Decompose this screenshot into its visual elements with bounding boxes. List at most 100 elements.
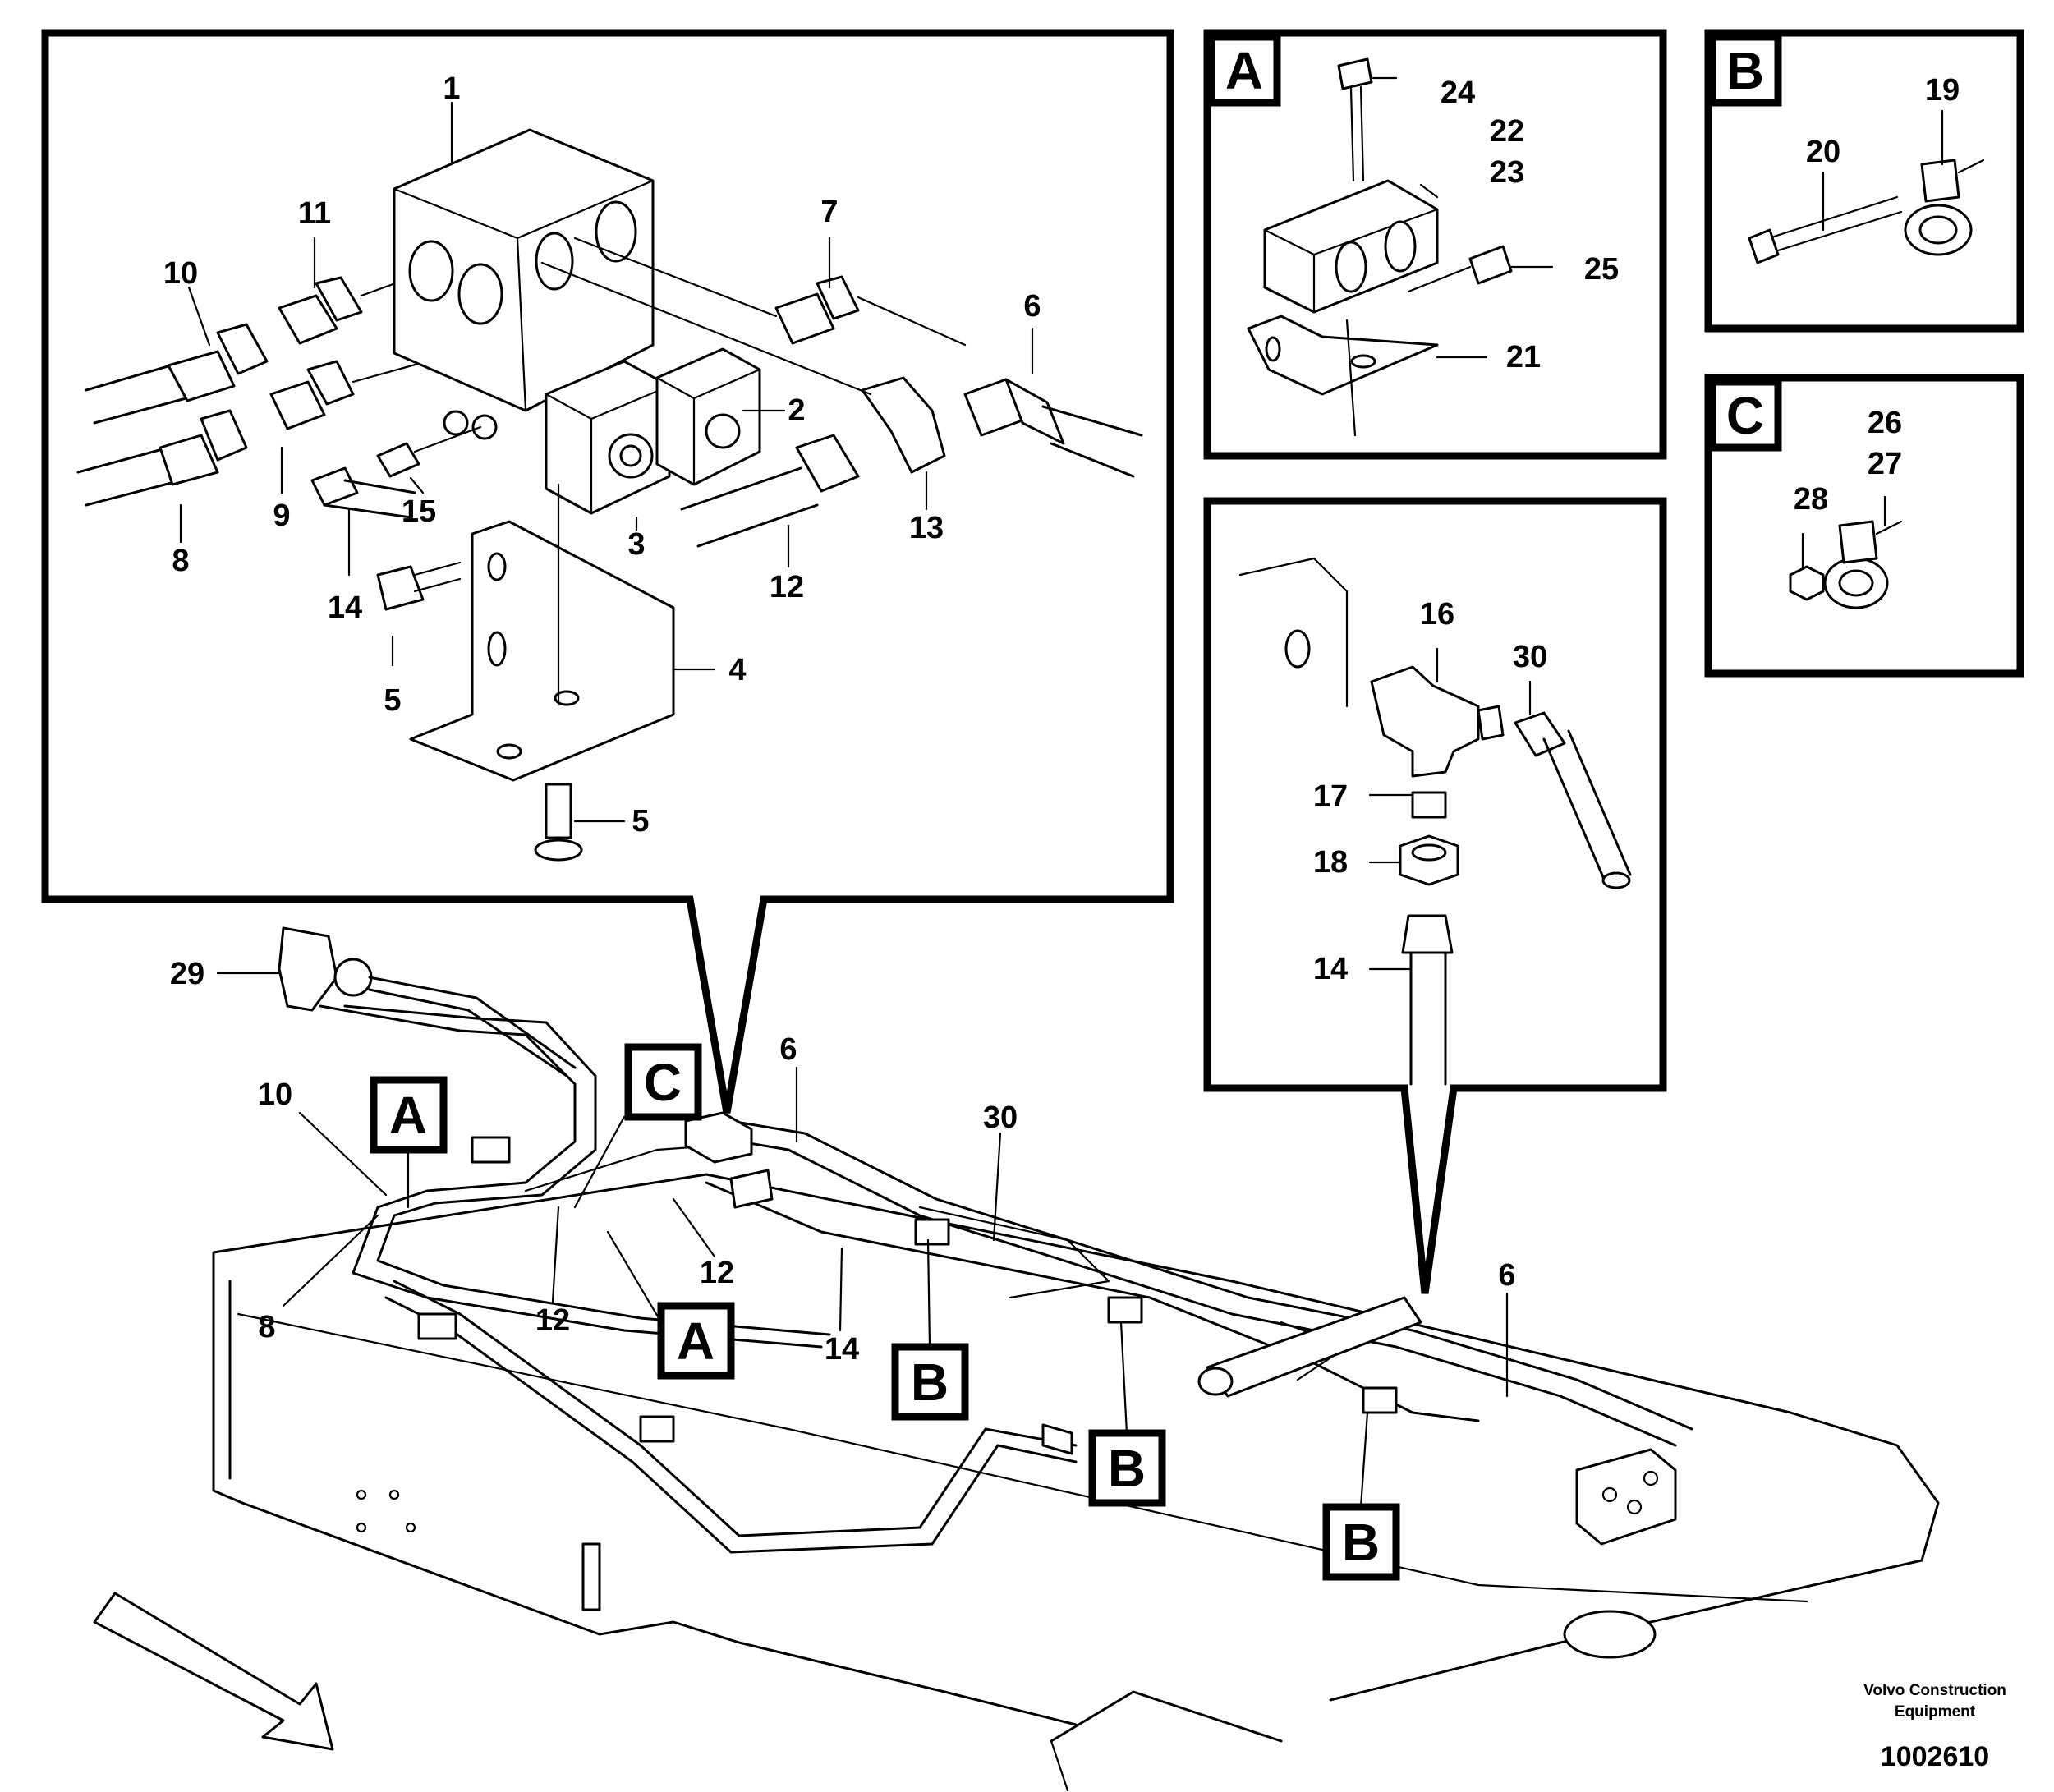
hose-routing-overview — [319, 1004, 1693, 1554]
callout-27: 27 — [1868, 447, 1902, 481]
hose-14-detail — [1401, 914, 1454, 1086]
callout-12-detail: 12 — [770, 570, 804, 604]
tee-detail-panel — [1203, 497, 1667, 1294]
connector-29 — [278, 926, 577, 1077]
clamp-b-far — [1362, 1386, 1398, 1414]
tube-overview-16 — [1197, 1296, 1422, 1398]
hose-10 — [85, 323, 269, 425]
overview-letter-c: C — [644, 1053, 682, 1112]
callout-9: 9 — [273, 499, 290, 533]
bolt-20 — [1748, 195, 1903, 264]
detail-b-panel — [1704, 29, 2024, 333]
letter-box-a-top — [370, 1076, 448, 1209]
callout-11: 11 — [298, 196, 331, 231]
document-number: 1002610 — [1881, 1741, 1989, 1772]
nut-18 — [1399, 834, 1459, 886]
callout-28: 28 — [1794, 482, 1828, 517]
screw-25 — [1407, 245, 1513, 293]
bolt-24 — [1337, 57, 1373, 182]
company-name-line-1: Volvo Construction — [1863, 1682, 2006, 1699]
callout-7: 7 — [820, 195, 838, 229]
callout-14-detail: 14 — [328, 590, 362, 625]
clamp-19 — [1904, 159, 1985, 256]
callout-12-overview-left: 12 — [535, 1303, 570, 1338]
detail-b-title: B — [1726, 41, 1764, 100]
callout-30-detail: 30 — [1513, 640, 1547, 674]
callout-numbers: 1 2 3 4 5 5 6 6 6 7 8 8 9 10 10 11 12 12… — [163, 71, 1960, 1367]
fitting-overview — [1041, 1423, 1073, 1455]
callout-23: 23 — [1490, 155, 1524, 190]
callout-21: 21 — [1506, 340, 1541, 374]
detail-a-title: A — [1225, 41, 1263, 100]
callout-14-overview: 14 — [825, 1332, 859, 1367]
callout-2: 2 — [788, 393, 805, 428]
letter-box-b-2 — [1088, 1321, 1166, 1507]
direction-arrow — [93, 1592, 334, 1751]
detail-c-panel — [1704, 374, 2024, 678]
clamp-b-right — [1107, 1296, 1143, 1324]
letter-box-b-1 — [891, 1238, 969, 1421]
fitting-9 — [269, 360, 429, 430]
bracket-4 — [409, 483, 675, 782]
manifold-overview — [1575, 1448, 1677, 1546]
overview-letter-b-2: B — [1108, 1439, 1146, 1498]
callout-4: 4 — [728, 653, 746, 687]
callout-1: 1 — [443, 71, 460, 106]
callout-24: 24 — [1441, 76, 1475, 110]
hose-12-detail — [680, 434, 860, 548]
callout-30-overview: 30 — [983, 1100, 1018, 1135]
callout-22: 22 — [1490, 114, 1524, 149]
callout-6-detail: 6 — [1023, 289, 1041, 324]
valve-block-overview — [684, 1111, 774, 1209]
valve-block-1 — [393, 128, 655, 440]
detail-c-title: C — [1726, 386, 1764, 445]
company-name-line-2: Equipment — [1895, 1703, 1976, 1721]
valve-detail-panel — [41, 29, 1174, 1114]
callout-8-overview: 8 — [258, 1310, 275, 1344]
ring-17 — [1411, 791, 1447, 819]
solenoid-3 — [545, 360, 671, 515]
bolt-5-upper — [376, 561, 462, 611]
machine-frame — [212, 1173, 1940, 1792]
clamp-a-1 — [417, 1312, 457, 1340]
overview-letter-b-3: B — [1342, 1513, 1380, 1572]
callout-29: 29 — [170, 957, 204, 991]
nut-28 — [1789, 565, 1825, 601]
callout-18: 18 — [1313, 845, 1348, 880]
clamp-26-27 — [1823, 520, 1903, 609]
elbow-13 — [540, 261, 946, 474]
detail-a-panel — [1203, 29, 1667, 460]
clamp-b-low — [639, 1415, 675, 1443]
leader-lines — [179, 76, 1944, 1398]
callout-19: 19 — [1925, 73, 1960, 108]
callout-3: 3 — [627, 527, 645, 562]
fitting-7 — [573, 237, 967, 347]
clamp-b-mid — [914, 1218, 950, 1246]
letter-box-a-low — [606, 1230, 735, 1380]
callout-12-overview-right: 12 — [700, 1256, 734, 1290]
hose-30-detail — [1514, 711, 1632, 889]
callout-13: 13 — [909, 511, 944, 545]
plug-15 — [376, 425, 482, 478]
callout-16: 16 — [1420, 597, 1454, 632]
elbow-14 — [310, 466, 416, 519]
overview-letter-b-1: B — [911, 1353, 949, 1412]
callout-17: 17 — [1313, 779, 1348, 814]
callout-10-detail: 10 — [163, 256, 198, 291]
overview-letter-a-top: A — [389, 1086, 427, 1145]
clamp-a-2 — [471, 1136, 511, 1164]
clamp-block-22-23 — [1263, 179, 1439, 314]
tee-16 — [1370, 665, 1505, 778]
fitting-11 — [278, 276, 408, 345]
plate-21 — [1247, 315, 1439, 396]
callout-25: 25 — [1584, 252, 1619, 287]
letter-box-b-3 — [1322, 1411, 1400, 1581]
callout-10-overview: 10 — [258, 1077, 292, 1112]
callout-15: 15 — [402, 494, 436, 529]
callout-14-tee-detail: 14 — [1313, 952, 1348, 986]
solenoid-2 — [655, 347, 761, 486]
callout-6-overview-right: 6 — [1498, 1258, 1515, 1293]
callout-5-lower: 5 — [632, 804, 649, 839]
bolt-5-lower — [534, 783, 583, 862]
